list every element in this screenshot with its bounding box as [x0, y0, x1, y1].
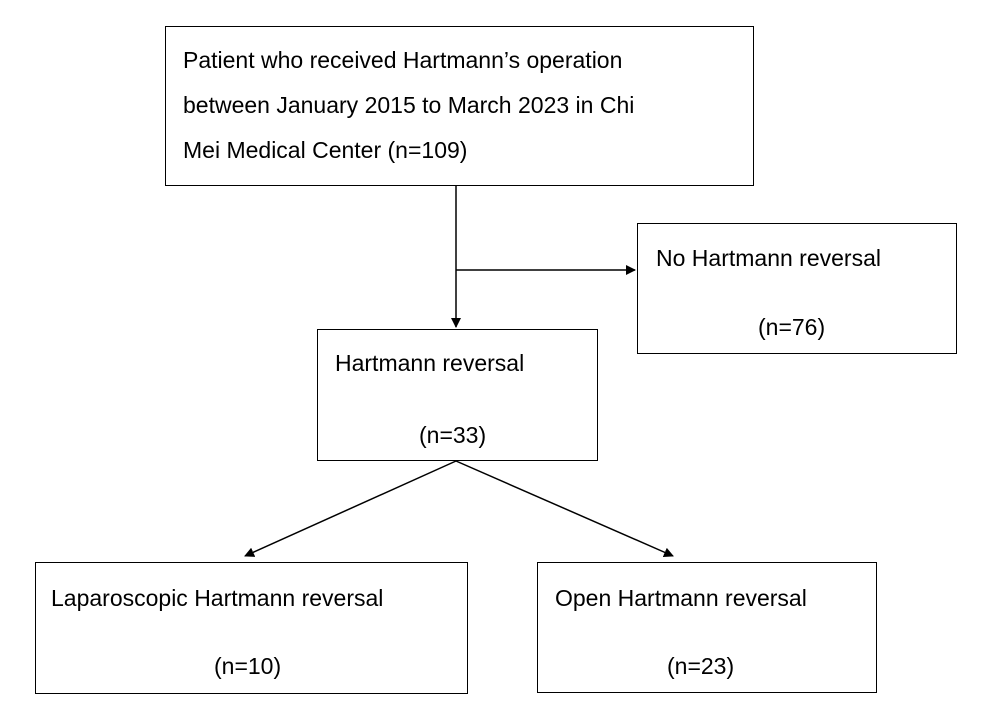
- arrow-to-laparoscopic: [244, 460, 457, 557]
- open-count: (n=23): [667, 653, 735, 679]
- reversal-box: Hartmann reversal (n=33): [317, 329, 598, 461]
- no-reversal-box: No Hartmann reversal (n=76): [637, 223, 957, 354]
- cohort-text-line-1: Patient who received Hartmann’s operatio…: [183, 47, 623, 73]
- no-reversal-title: No Hartmann reversal: [656, 245, 881, 271]
- reversal-count: (n=33): [419, 422, 487, 448]
- open-box: Open Hartmann reversal (n=23): [537, 562, 877, 693]
- reversal-title: Hartmann reversal: [335, 350, 525, 376]
- cohort-text-line-2: between January 2015 to March 2023 in Ch…: [183, 92, 635, 118]
- laparoscopic-count: (n=10): [214, 653, 282, 679]
- open-title: Open Hartmann reversal: [555, 585, 807, 611]
- laparoscopic-title: Laparoscopic Hartmann reversal: [51, 585, 384, 611]
- arrow-to-open: [455, 460, 674, 557]
- laparoscopic-box: Laparoscopic Hartmann reversal (n=10): [35, 562, 468, 694]
- cohort-box: Patient who received Hartmann’s operatio…: [165, 26, 754, 186]
- no-reversal-count: (n=76): [758, 314, 826, 340]
- cohort-text-line-3: Mei Medical Center (n=109): [183, 137, 468, 163]
